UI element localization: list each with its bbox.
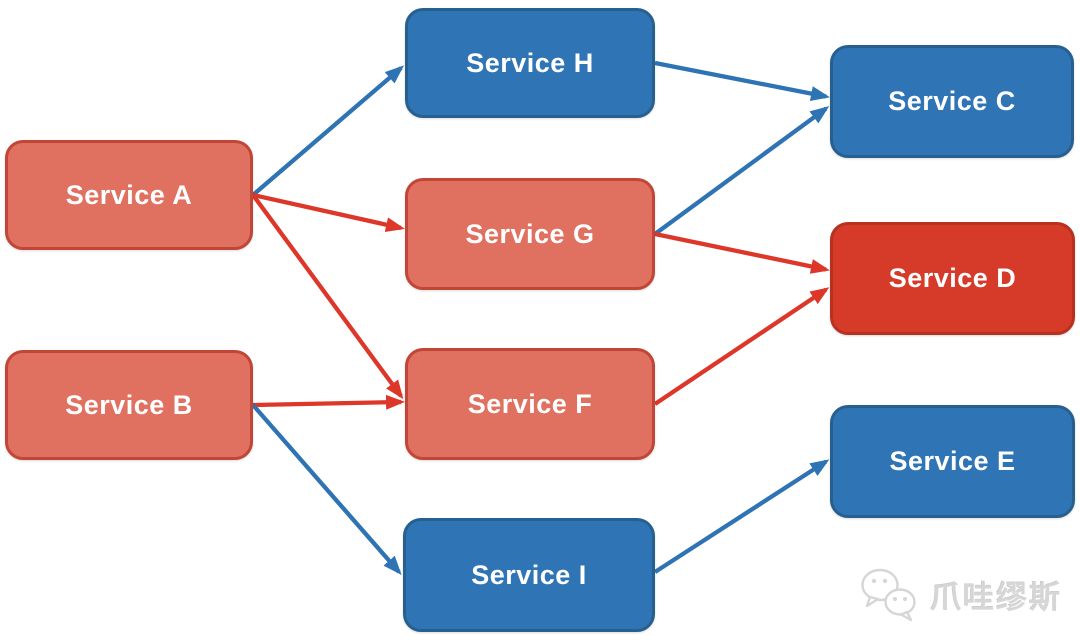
edge-h-to-c xyxy=(654,60,830,101)
edge-i-to-e xyxy=(653,459,830,574)
watermark: 爪哇缪斯 xyxy=(858,566,1062,622)
edge-f-to-d xyxy=(653,287,830,406)
edge-b-to-i xyxy=(251,403,402,576)
edge-g-to-d xyxy=(654,231,830,274)
edge-g-to-c xyxy=(653,106,830,236)
wechat-icon xyxy=(861,568,916,622)
edge-a-to-f xyxy=(251,193,404,400)
edge-b-to-f xyxy=(252,394,405,410)
edge-a-to-h xyxy=(251,65,405,197)
watermark-text: 爪哇缪斯 xyxy=(930,579,1062,615)
edge-a-to-g xyxy=(252,192,405,233)
